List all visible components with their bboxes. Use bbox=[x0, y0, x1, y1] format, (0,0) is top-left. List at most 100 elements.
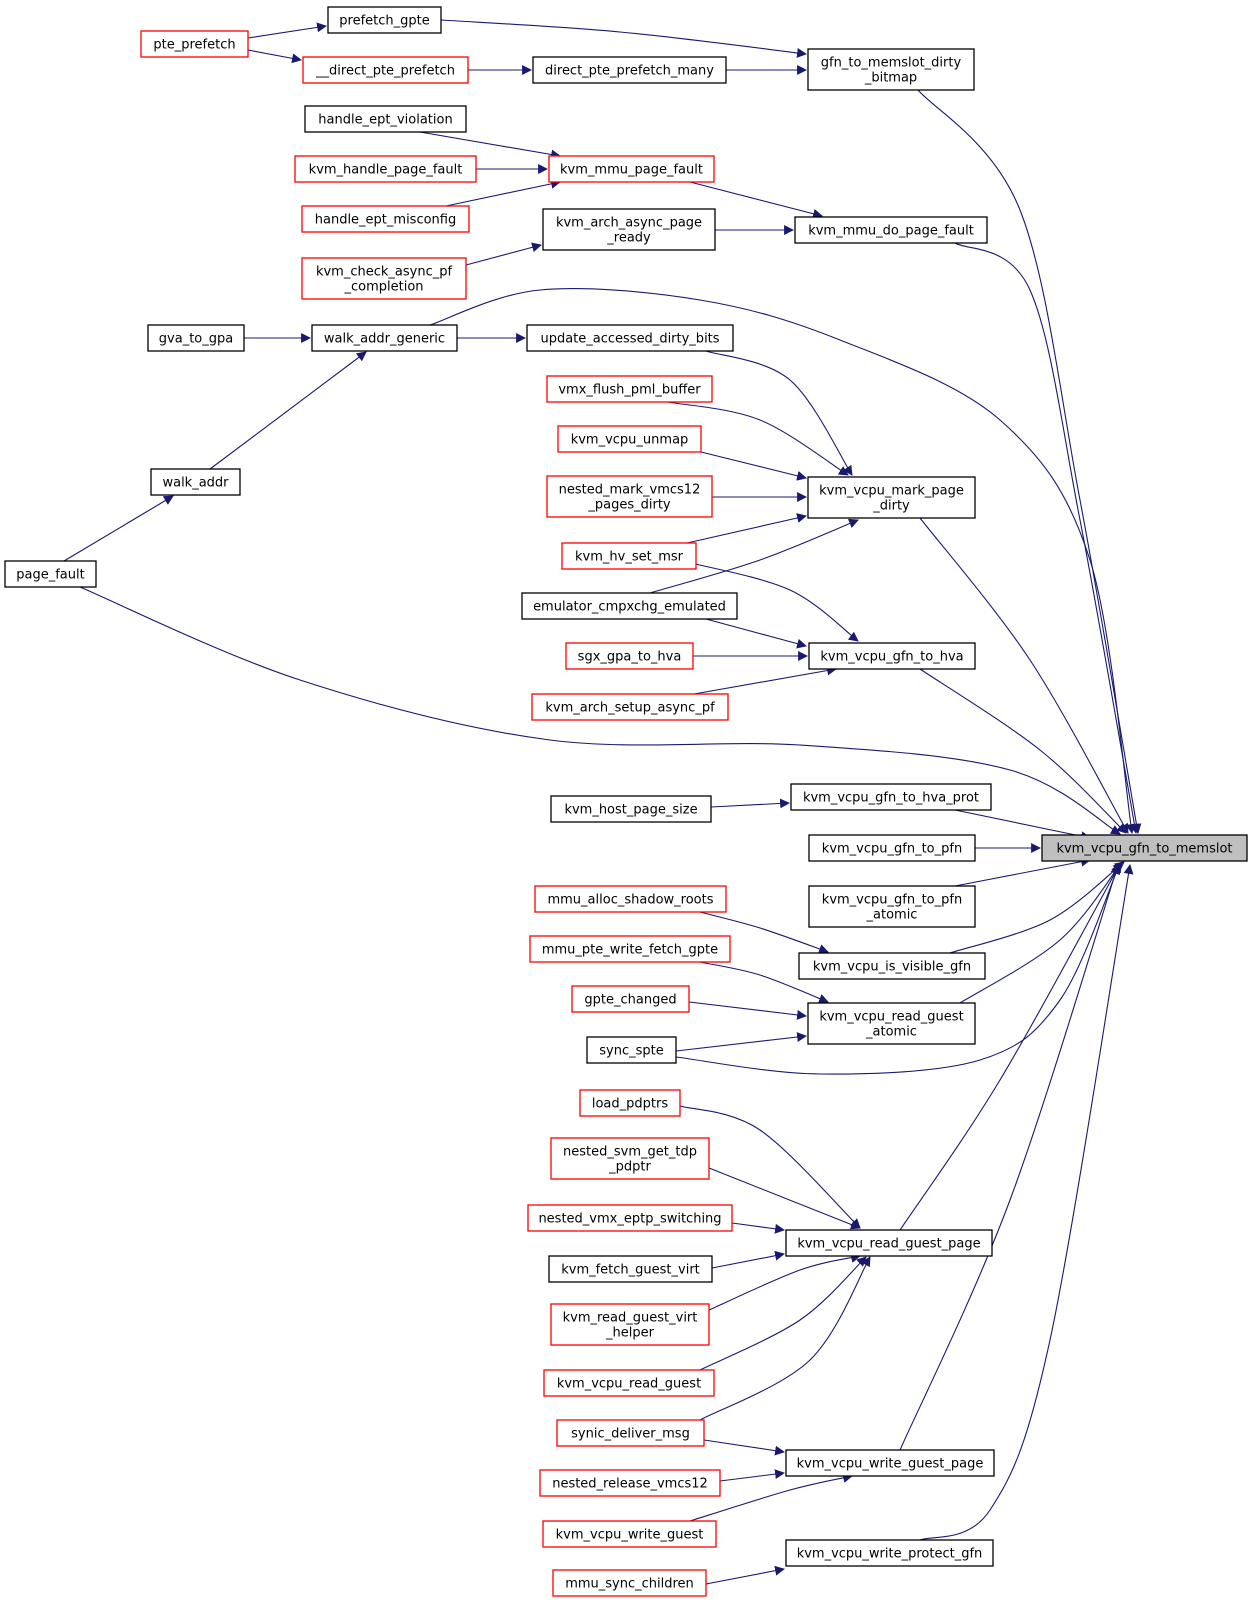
node-gfn-to-memslot-dirty-bitmap[interactable]: gfn_to_memslot_dirty_bitmap bbox=[807, 48, 975, 91]
node-walk-addr[interactable]: walk_addr bbox=[150, 468, 241, 496]
node-label: _pdptr bbox=[608, 1160, 651, 1175]
node-label: mmu_pte_write_fetch_gpte bbox=[542, 943, 718, 958]
node-handle-ept-violation[interactable]: handle_ept_violation bbox=[304, 105, 467, 133]
node-nested-svm-get-tdp-pdptr[interactable]: nested_svm_get_tdp_pdptr bbox=[550, 1137, 710, 1180]
node-box bbox=[327, 6, 442, 34]
node-nested-release-vmcs12[interactable]: nested_release_vmcs12 bbox=[539, 1469, 721, 1497]
edge-kvm_vcpu_write_guest_page-to-kvm_vcpu_gfn_to_memslot bbox=[899, 864, 1120, 1451]
node-kvm-arch-async-page-ready[interactable]: kvm_arch_async_page_ready bbox=[542, 208, 716, 251]
node-kvm-vcpu-gfn-to-pfn-atomic[interactable]: kvm_vcpu_gfn_to_pfn_atomic bbox=[808, 885, 976, 928]
node-kvm-host-page-size[interactable]: kvm_host_page_size bbox=[550, 795, 712, 823]
node-kvm-hv-set-msr[interactable]: kvm_hv_set_msr bbox=[561, 542, 697, 570]
node-kvm-vcpu-read-guest-page[interactable]: kvm_vcpu_read_guest_page bbox=[785, 1229, 993, 1257]
node-kvm-fetch-guest-virt[interactable]: kvm_fetch_guest_virt bbox=[548, 1255, 713, 1283]
node-kvm-arch-setup-async-pf[interactable]: kvm_arch_setup_async_pf bbox=[531, 693, 729, 721]
node-label: kvm_vcpu_gfn_to_hva_prot bbox=[803, 791, 979, 806]
edge-kvm_vcpu_mark_page_dirty-to-kvm_vcpu_gfn_to_memslot bbox=[919, 517, 1129, 834]
node-box bbox=[311, 324, 458, 352]
node-prefetch-gpte[interactable]: prefetch_gpte bbox=[327, 6, 442, 34]
edge-pte_prefetch-to-prefetch_gpte bbox=[247, 22, 327, 39]
node-mmu-pte-write-fetch-gpte[interactable]: mmu_pte_write_fetch_gpte bbox=[529, 935, 731, 963]
edge-kvm_vcpu_write_protect_gfn-to-kvm_vcpu_gfn_to_memslot bbox=[919, 864, 1134, 1541]
node-kvm-vcpu-gfn-to-hva[interactable]: kvm_vcpu_gfn_to_hva bbox=[808, 642, 976, 670]
node-kvm-vcpu-read-guest-atomic[interactable]: kvm_vcpu_read_guest_atomic bbox=[807, 1002, 976, 1045]
node-box bbox=[550, 795, 712, 823]
node-kvm-mmu-do-page-fault[interactable]: kvm_mmu_do_page_fault bbox=[794, 216, 988, 244]
node-label: kvm_vcpu_gfn_to_hva bbox=[820, 650, 963, 665]
node-kvm-vcpu-mark-page-dirty[interactable]: kvm_vcpu_mark_page_dirty bbox=[807, 476, 976, 519]
node-pte-prefetch[interactable]: pte_prefetch bbox=[140, 30, 249, 58]
node-box bbox=[546, 375, 713, 403]
edge-kvm_read_guest_virt_helper-to-kvm_vcpu_read_guest_page bbox=[708, 1253, 861, 1311]
node-box bbox=[531, 693, 729, 721]
edge-kvm_vcpu_is_visible_gfn-to-kvm_vcpu_gfn_to_memslot bbox=[949, 861, 1125, 954]
node-synic-deliver-msg[interactable]: synic_deliver_msg bbox=[556, 1419, 705, 1447]
node-label: kvm_vcpu_gfn_to_pfn bbox=[822, 842, 962, 857]
node-kvm-check-async-pf-completion[interactable]: kvm_check_async_pf_completion bbox=[301, 257, 467, 300]
node-box bbox=[1041, 834, 1248, 862]
node-box bbox=[808, 642, 976, 670]
node-box bbox=[807, 1002, 976, 1045]
node-kvm-vcpu-gfn-to-hva-prot[interactable]: kvm_vcpu_gfn_to_hva_prot bbox=[790, 783, 992, 811]
node-nested-vmx-eptp-switching[interactable]: nested_vmx_eptp_switching bbox=[527, 1204, 733, 1232]
node-box bbox=[526, 324, 734, 352]
node-label: _dirty bbox=[872, 499, 910, 514]
edge-kvm_vcpu_write_guest-to-kvm_vcpu_write_guest_page bbox=[689, 1473, 853, 1522]
edge-mmu_pte_write_fetch_gpte-to-kvm_vcpu_read_guest_atomic bbox=[699, 961, 829, 1004]
node-page-fault[interactable]: page_fault bbox=[4, 560, 97, 588]
node-vmx-flush-pml-buffer[interactable]: vmx_flush_pml_buffer bbox=[546, 375, 713, 403]
node-sgx-gpa-to-hva[interactable]: sgx_gpa_to_hva bbox=[565, 642, 694, 670]
node-handle-ept-misconfig[interactable]: handle_ept_misconfig bbox=[301, 205, 470, 233]
node-label: kvm_vcpu_read_guest bbox=[557, 1377, 701, 1392]
node-label: update_accessed_dirty_bits bbox=[540, 332, 719, 347]
node-kvm-vcpu-gfn-to-memslot[interactable]: kvm_vcpu_gfn_to_memslot bbox=[1041, 834, 1248, 862]
node-box bbox=[542, 208, 716, 251]
node-kvm-vcpu-write-guest-page[interactable]: kvm_vcpu_write_guest_page bbox=[785, 1449, 995, 1477]
node-nested-mark-vmcs12-pages-dirty[interactable]: nested_mark_vmcs12_pages_dirty bbox=[546, 475, 713, 518]
edge-kvm_vcpu_read_guest_atomic-to-kvm_vcpu_gfn_to_memslot bbox=[959, 861, 1123, 1004]
node-box bbox=[807, 476, 976, 519]
node-gpte-changed[interactable]: gpte_changed bbox=[571, 985, 690, 1013]
node-label: _atomic bbox=[865, 1025, 917, 1040]
node-kvm-mmu-page-fault[interactable]: kvm_mmu_page_fault bbox=[548, 155, 715, 183]
node-gva-to-gpa[interactable]: gva_to_gpa bbox=[147, 324, 245, 352]
node-label: kvm_vcpu_gfn_to_pfn bbox=[822, 893, 962, 908]
node-walk-addr-generic[interactable]: walk_addr_generic bbox=[311, 324, 458, 352]
edge-layer bbox=[63, 19, 1142, 1585]
node-box bbox=[785, 1449, 995, 1477]
node-box bbox=[579, 1089, 681, 1117]
node-label: _ready bbox=[606, 231, 651, 246]
edge-mmu_alloc_shadow_roots-to-kvm_vcpu_is_visible_gfn bbox=[699, 911, 829, 954]
node-mmu-alloc-shadow-roots[interactable]: mmu_alloc_shadow_roots bbox=[534, 885, 727, 913]
node-box bbox=[550, 1303, 710, 1346]
node-emulator-cmpxchg-emulated[interactable]: emulator_cmpxchg_emulated bbox=[521, 592, 738, 620]
node-label: kvm_arch_setup_async_pf bbox=[545, 701, 715, 716]
node-update-accessed-dirty-bits[interactable]: update_accessed_dirty_bits bbox=[526, 324, 734, 352]
node-label: emulator_cmpxchg_emulated bbox=[533, 600, 726, 615]
node-mmu-sync-children[interactable]: mmu_sync_children bbox=[552, 1569, 707, 1597]
node-sync-spte[interactable]: sync_spte bbox=[586, 1036, 677, 1064]
edge-kvm_check_async_pf_completion-to-kvm_arch_async_page_ready bbox=[465, 242, 542, 266]
node-kvm-vcpu-gfn-to-pfn[interactable]: kvm_vcpu_gfn_to_pfn bbox=[808, 834, 976, 862]
node-load-pdptrs[interactable]: load_pdptrs bbox=[579, 1089, 681, 1117]
node-direct-pte-prefetch-many[interactable]: direct_pte_prefetch_many bbox=[532, 56, 727, 84]
node-box bbox=[565, 642, 694, 670]
node-kvm-vcpu-is-visible-gfn[interactable]: kvm_vcpu_is_visible_gfn bbox=[798, 952, 986, 980]
node-kvm-handle-page-fault[interactable]: kvm_handle_page_fault bbox=[294, 155, 477, 183]
edge-kvm_arch_setup_async_pf-to-kvm_vcpu_gfn_to_hva bbox=[693, 665, 837, 695]
edge-sync_spte-to-kvm_vcpu_read_guest_atomic bbox=[675, 1032, 807, 1052]
node-label: gva_to_gpa bbox=[159, 332, 233, 347]
node-box bbox=[561, 542, 697, 570]
node-label: nested_svm_get_tdp bbox=[563, 1145, 697, 1160]
node-box bbox=[527, 1204, 733, 1232]
node-kvm-vcpu-write-protect-gfn[interactable]: kvm_vcpu_write_protect_gfn bbox=[785, 1539, 994, 1567]
node-kvm-vcpu-write-guest[interactable]: kvm_vcpu_write_guest bbox=[542, 1520, 717, 1548]
node-box bbox=[794, 216, 988, 244]
node-kvm-vcpu-read-guest[interactable]: kvm_vcpu_read_guest bbox=[543, 1369, 715, 1397]
node-kvm-vcpu-unmap[interactable]: kvm_vcpu_unmap bbox=[557, 425, 702, 453]
node-kvm-read-guest-virt-helper[interactable]: kvm_read_guest_virt_helper bbox=[550, 1303, 710, 1346]
node-direct-pte-prefetch[interactable]: __direct_pte_prefetch bbox=[302, 56, 469, 84]
edge-emulator_cmpxchg_emulated-to-kvm_vcpu_mark_page_dirty bbox=[649, 518, 859, 594]
node-label: mmu_sync_children bbox=[565, 1577, 694, 1592]
edge-kvm_mmu_page_fault-to-kvm_mmu_do_page_fault bbox=[689, 181, 823, 219]
